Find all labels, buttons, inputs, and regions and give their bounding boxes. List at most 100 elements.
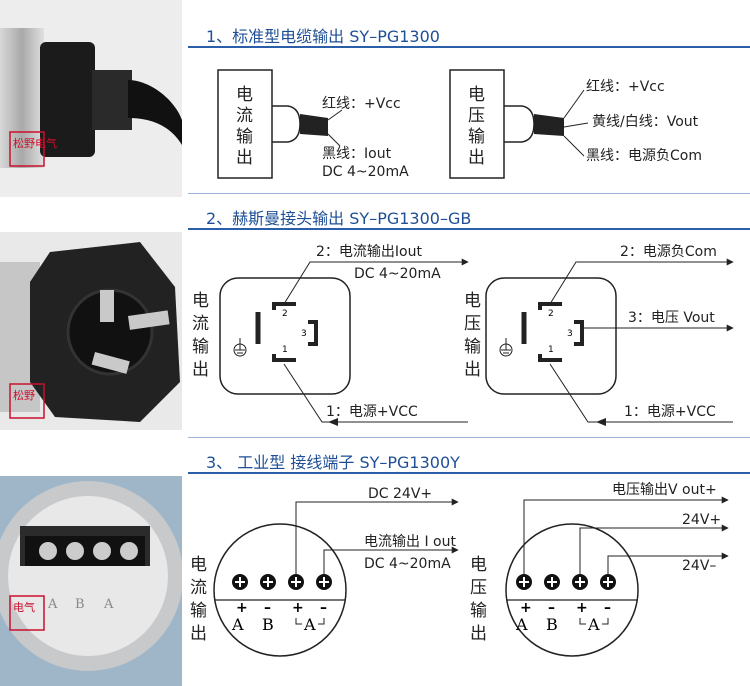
dc-label: DC 24V+: [368, 486, 432, 502]
bracket-icon: [295, 618, 325, 625]
supply-wire: [283, 363, 468, 423]
side-char: 流: [192, 314, 209, 334]
terminal-housing: [505, 523, 639, 657]
section-1-title: 1、标准型电缆输出 SY–PG1300: [206, 27, 440, 46]
pin-1: [272, 354, 296, 362]
svg-text:松野: 松野: [13, 388, 35, 402]
din-connector-photo: 松野: [0, 232, 182, 430]
arrow-icon: [328, 418, 338, 426]
section-2-title: 2、赫斯曼接头输出 SY–PG1300–GB: [206, 209, 472, 228]
box-char: 压: [468, 106, 485, 126]
terminal-screw-icon: [600, 574, 616, 590]
ground-icon: [499, 312, 527, 357]
terminal-block-photo: A B A 电气: [0, 476, 182, 686]
terminal-letter: A: [231, 615, 244, 634]
current-output-box: [217, 69, 273, 179]
svg-text:A: A: [103, 597, 114, 612]
side-char: 出: [192, 360, 209, 380]
v-neg-label: 24V–: [682, 558, 716, 574]
side-char: 出: [190, 624, 207, 644]
voltage-output-box: [449, 69, 505, 179]
range-label: DC 4~20mA: [364, 556, 451, 572]
terminal-letter: B: [546, 615, 558, 634]
pin-number: 1: [548, 345, 554, 355]
divider: [188, 437, 750, 438]
v-pos-label: 24V+: [682, 512, 721, 528]
section-2-diagram: 电 流 输 出 2 3 1 2：电流输出Iout DC 4~20mA 1：电源+…: [192, 244, 734, 426]
svg-text:电气: 电气: [13, 600, 35, 614]
vout-wire: [523, 496, 729, 574]
box-char: 输: [236, 127, 253, 147]
cable-sensor-photo: 松野电气: [0, 0, 182, 197]
section-3-title: 3、 工业型 接线端子 SY–PG1300Y: [206, 453, 460, 472]
sign-label: +: [292, 600, 304, 616]
pin-2: [538, 302, 562, 310]
terminal-letter: A: [587, 615, 600, 634]
section-2-rule: [188, 228, 750, 230]
connector-face: [219, 277, 351, 395]
cable: [534, 114, 564, 136]
leader-line: [327, 133, 341, 147]
current-range-label: DC 4~20mA: [322, 164, 409, 180]
cable-gland: [504, 105, 535, 143]
box-char: 出: [468, 148, 485, 168]
side-char: 压: [470, 578, 487, 598]
cable: [300, 114, 328, 136]
terminal-screw-icon: [316, 574, 332, 590]
cable-gland: [272, 105, 301, 143]
section-1-rule: [188, 46, 750, 48]
stamp-icon: 松野电气: [9, 131, 57, 167]
pin-2: [272, 302, 296, 310]
red-wire-label: 红线：+Vcc: [322, 96, 401, 112]
current-out-label: 电流输出 I out: [364, 534, 456, 550]
com-wire: [549, 258, 734, 305]
sign-label: +: [576, 600, 588, 616]
out-wire: [323, 546, 459, 574]
black-wire-label: 黑线：电源负Com: [586, 148, 702, 164]
red-wire-label: 红线：+Vcc: [586, 79, 665, 95]
pin-1: [538, 354, 562, 362]
box-char: 流: [236, 106, 253, 126]
pin1-label: 1：电源+VCC: [624, 404, 716, 420]
pin3-label: 3：电压 Vout: [628, 310, 715, 326]
side-char: 输: [470, 601, 487, 621]
section-1-diagram: 电 流 输 出 红线：+Vcc 黑线：Iout DC 4~20mA 电 压 输 …: [217, 69, 702, 180]
box-char: 电: [236, 85, 253, 105]
pin-number: 2: [282, 309, 288, 319]
terminal-housing: [213, 523, 347, 657]
ground-icon: [233, 312, 261, 357]
box-char: 电: [468, 85, 485, 105]
pin1-label: 1：电源+VCC: [326, 404, 418, 420]
dc-wire: [295, 498, 459, 574]
svg-text:B: B: [75, 597, 85, 612]
leader-line: [327, 109, 343, 121]
black-wire-label: 黑线：Iout: [322, 146, 392, 162]
sign-label: –: [604, 600, 611, 616]
leader-line: [563, 89, 585, 119]
box-char: 输: [468, 127, 485, 147]
box-char: 出: [236, 148, 253, 168]
side-char: 出: [464, 360, 481, 380]
side-char: 流: [190, 578, 207, 598]
pin-number: 3: [301, 329, 307, 339]
supply-wire: [549, 363, 733, 423]
leader-line: [563, 122, 589, 128]
side-char: 出: [470, 624, 487, 644]
output-wire: [283, 258, 469, 305]
side-char: 输: [192, 337, 209, 357]
terminal-screw-icon: [260, 574, 276, 590]
supply-pos-wire: [579, 524, 729, 574]
terminal-screw-icon: [572, 574, 588, 590]
pin2-label: 2：电源负Com: [620, 244, 717, 260]
pin-number: 3: [567, 329, 573, 339]
side-char: 电: [190, 555, 207, 575]
arrow-icon: [596, 418, 606, 426]
terminal-letter: A: [515, 615, 528, 634]
side-char: 电: [192, 291, 209, 311]
sign-label: –: [264, 600, 271, 616]
connector-face: [485, 277, 617, 395]
terminal-screw-icon: [516, 574, 532, 590]
pin-3: [308, 320, 318, 346]
terminal-screw-icon: [288, 574, 304, 590]
sign-label: –: [548, 600, 555, 616]
